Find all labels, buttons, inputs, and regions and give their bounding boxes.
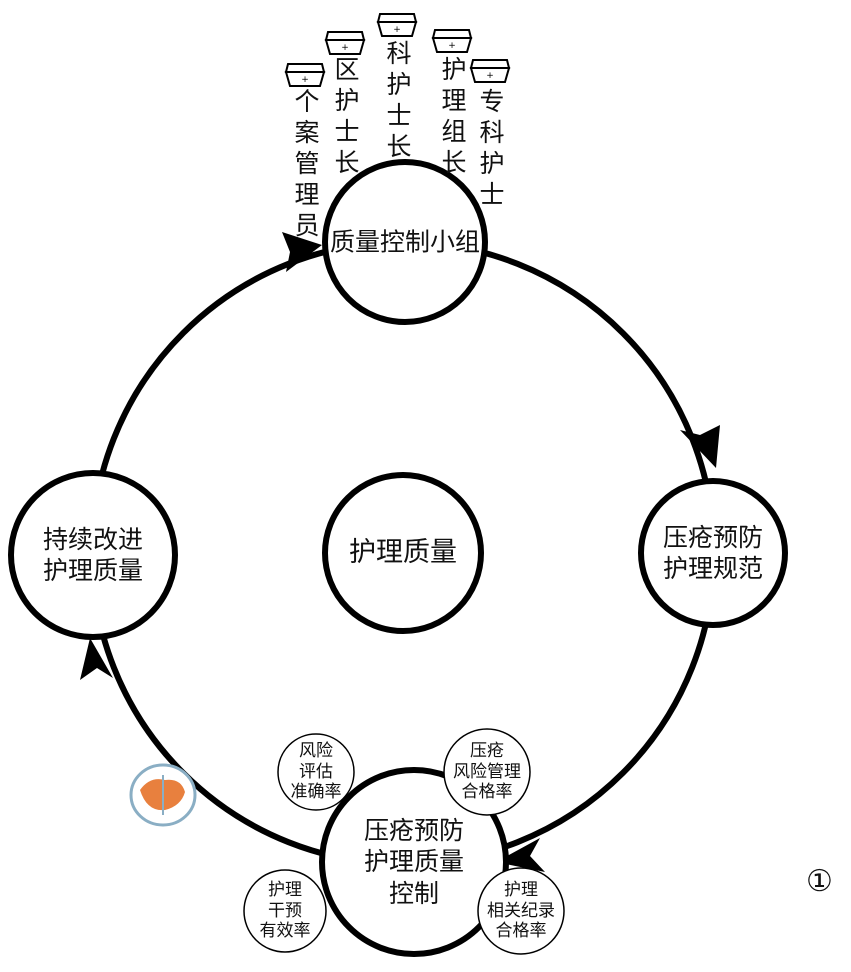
indicator-circle (443, 728, 531, 816)
role-case-manager: 个案管理员 (291, 88, 320, 243)
indicator-risk-management: 压疮 风险管理 合格率 (453, 740, 521, 803)
indicator-circle (243, 869, 327, 953)
cma-logo (129, 763, 197, 827)
nurse-cap-icon: + (376, 13, 418, 37)
arrow-to-right (680, 425, 720, 468)
node-left-circle (8, 470, 178, 640)
nurse-cap-icon: + (284, 63, 326, 87)
role-specialist-nurse: 专科护士 (476, 88, 505, 212)
nurse-cap-icon: + (431, 29, 473, 53)
indicator-circle (277, 733, 355, 811)
svg-text:+: + (486, 71, 494, 81)
svg-text:+: + (341, 43, 349, 53)
svg-text:+: + (448, 41, 456, 51)
svg-text:+: + (301, 75, 309, 85)
node-right-label: 压疮预防 护理规范 (662, 522, 764, 583)
indicator-risk-assessment: 风险 评估 准确率 (290, 740, 342, 803)
node-top-circle (322, 159, 488, 325)
arrow-to-left (80, 638, 113, 680)
node-right-circle (638, 478, 788, 628)
role-ward-head-nurse: 区护士长 (331, 56, 360, 180)
node-center-circle (322, 472, 484, 634)
arrow-to-top (282, 232, 322, 272)
indicator-intervention: 护理 干预 有效率 (259, 879, 311, 942)
nurse-cap-icon: + (469, 59, 511, 83)
nurse-cap-icon: + (324, 31, 366, 55)
svg-text:+: + (393, 25, 401, 35)
role-dept-head-nurse: 科护士长 (383, 40, 412, 164)
node-left-label: 持续改进 护理质量 (42, 524, 144, 585)
node-center-label: 护理质量 (349, 537, 457, 569)
indicator-circle (477, 867, 565, 955)
node-bottom-circle (319, 767, 509, 957)
node-top-label: 质量控制小组 (329, 227, 481, 257)
node-bottom-label: 压疮预防 护理质量 控制 (363, 816, 465, 908)
figure-number: ① (806, 864, 833, 899)
role-group-leader: 护理组长 (438, 56, 467, 180)
indicator-records: 护理 相关纪录 合格率 (487, 879, 555, 942)
